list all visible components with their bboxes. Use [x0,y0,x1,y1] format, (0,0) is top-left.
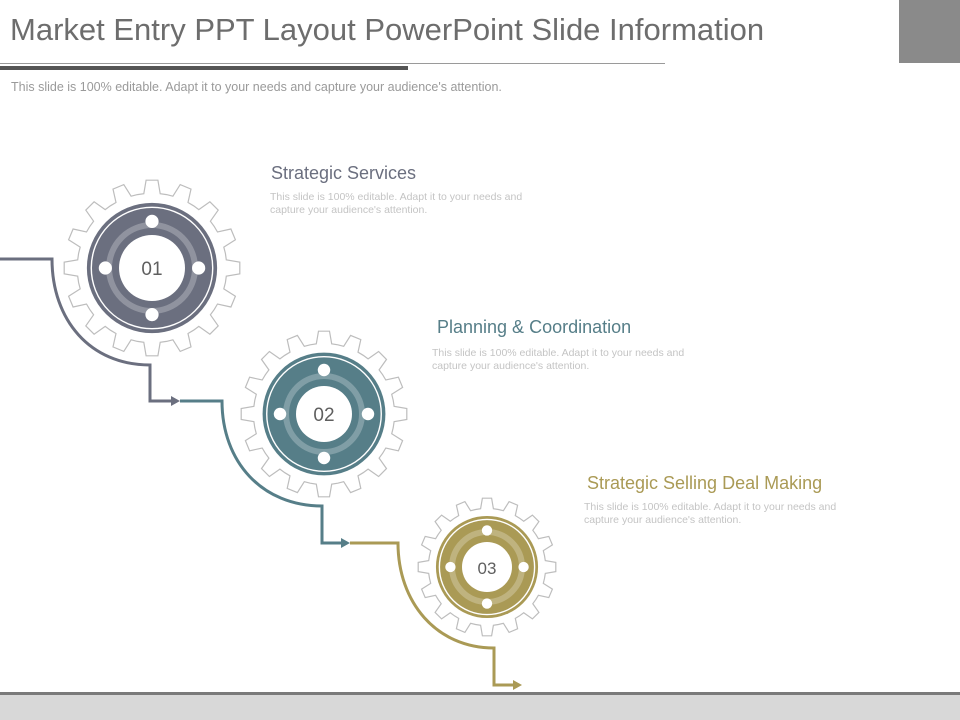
step-heading-1: Strategic Services [271,163,417,183]
gear-step-2-dot-4 [273,407,287,421]
step-number-2: 02 [313,405,334,426]
gear-step-2-ring [266,356,382,472]
gear-step-2-dot-3 [317,451,331,465]
title-underline-thick [0,66,408,70]
step-heading-2: Planning & Coordination [437,317,632,337]
gear-step-1-dot-2 [192,261,206,275]
step-number-1: 01 [141,259,162,280]
gear-step-1-hub [119,235,185,301]
connector-arrow-3 [513,680,522,690]
connector-line-3 [350,541,514,687]
gear-step-2 [240,330,408,498]
connector-arrow-2 [341,538,350,548]
title-underline-thin [0,63,665,64]
step-description-1: This slide is 100% editable. Adapt it to… [270,191,523,216]
gear-step-3-dot-4 [445,561,456,573]
gear-step-1-ring [90,206,214,330]
slide-subtitle: This slide is 100% editable. Adapt it to… [11,80,502,94]
step-description-3: This slide is 100% editable. Adapt it to… [584,501,837,526]
gear-step-2-hub [296,386,352,442]
gear-step-1-dot-1 [145,214,159,228]
slide-title: Market Entry PPT Layout PowerPoint Slide… [10,12,765,47]
gear-step-3 [417,497,557,637]
gear-step-1-dot-4 [98,261,112,275]
step-number-3: 03 [478,559,497,578]
step-heading-3: Strategic Selling Deal Making [587,473,823,493]
footer-bar [0,695,960,720]
connector-arrow-1 [171,396,180,406]
connector-line-1 [0,257,172,403]
gear-step-3-ring [438,518,536,616]
gear-step-3-dot-1 [481,525,493,536]
gear-step-3-dot-2 [518,561,529,573]
gear-step-3-hub [462,542,512,592]
gear-step-1 [63,179,241,357]
corner-accent-block [899,0,960,63]
gear-step-2-dot-1 [317,363,331,377]
connector-line-2 [180,399,342,545]
gear-step-1-dot-3 [145,308,159,322]
gear-step-2-dot-2 [361,407,375,421]
step-description-2: This slide is 100% editable. Adapt it to… [432,347,685,372]
footer-line [0,692,960,695]
gear-step-3-dot-3 [481,598,493,609]
